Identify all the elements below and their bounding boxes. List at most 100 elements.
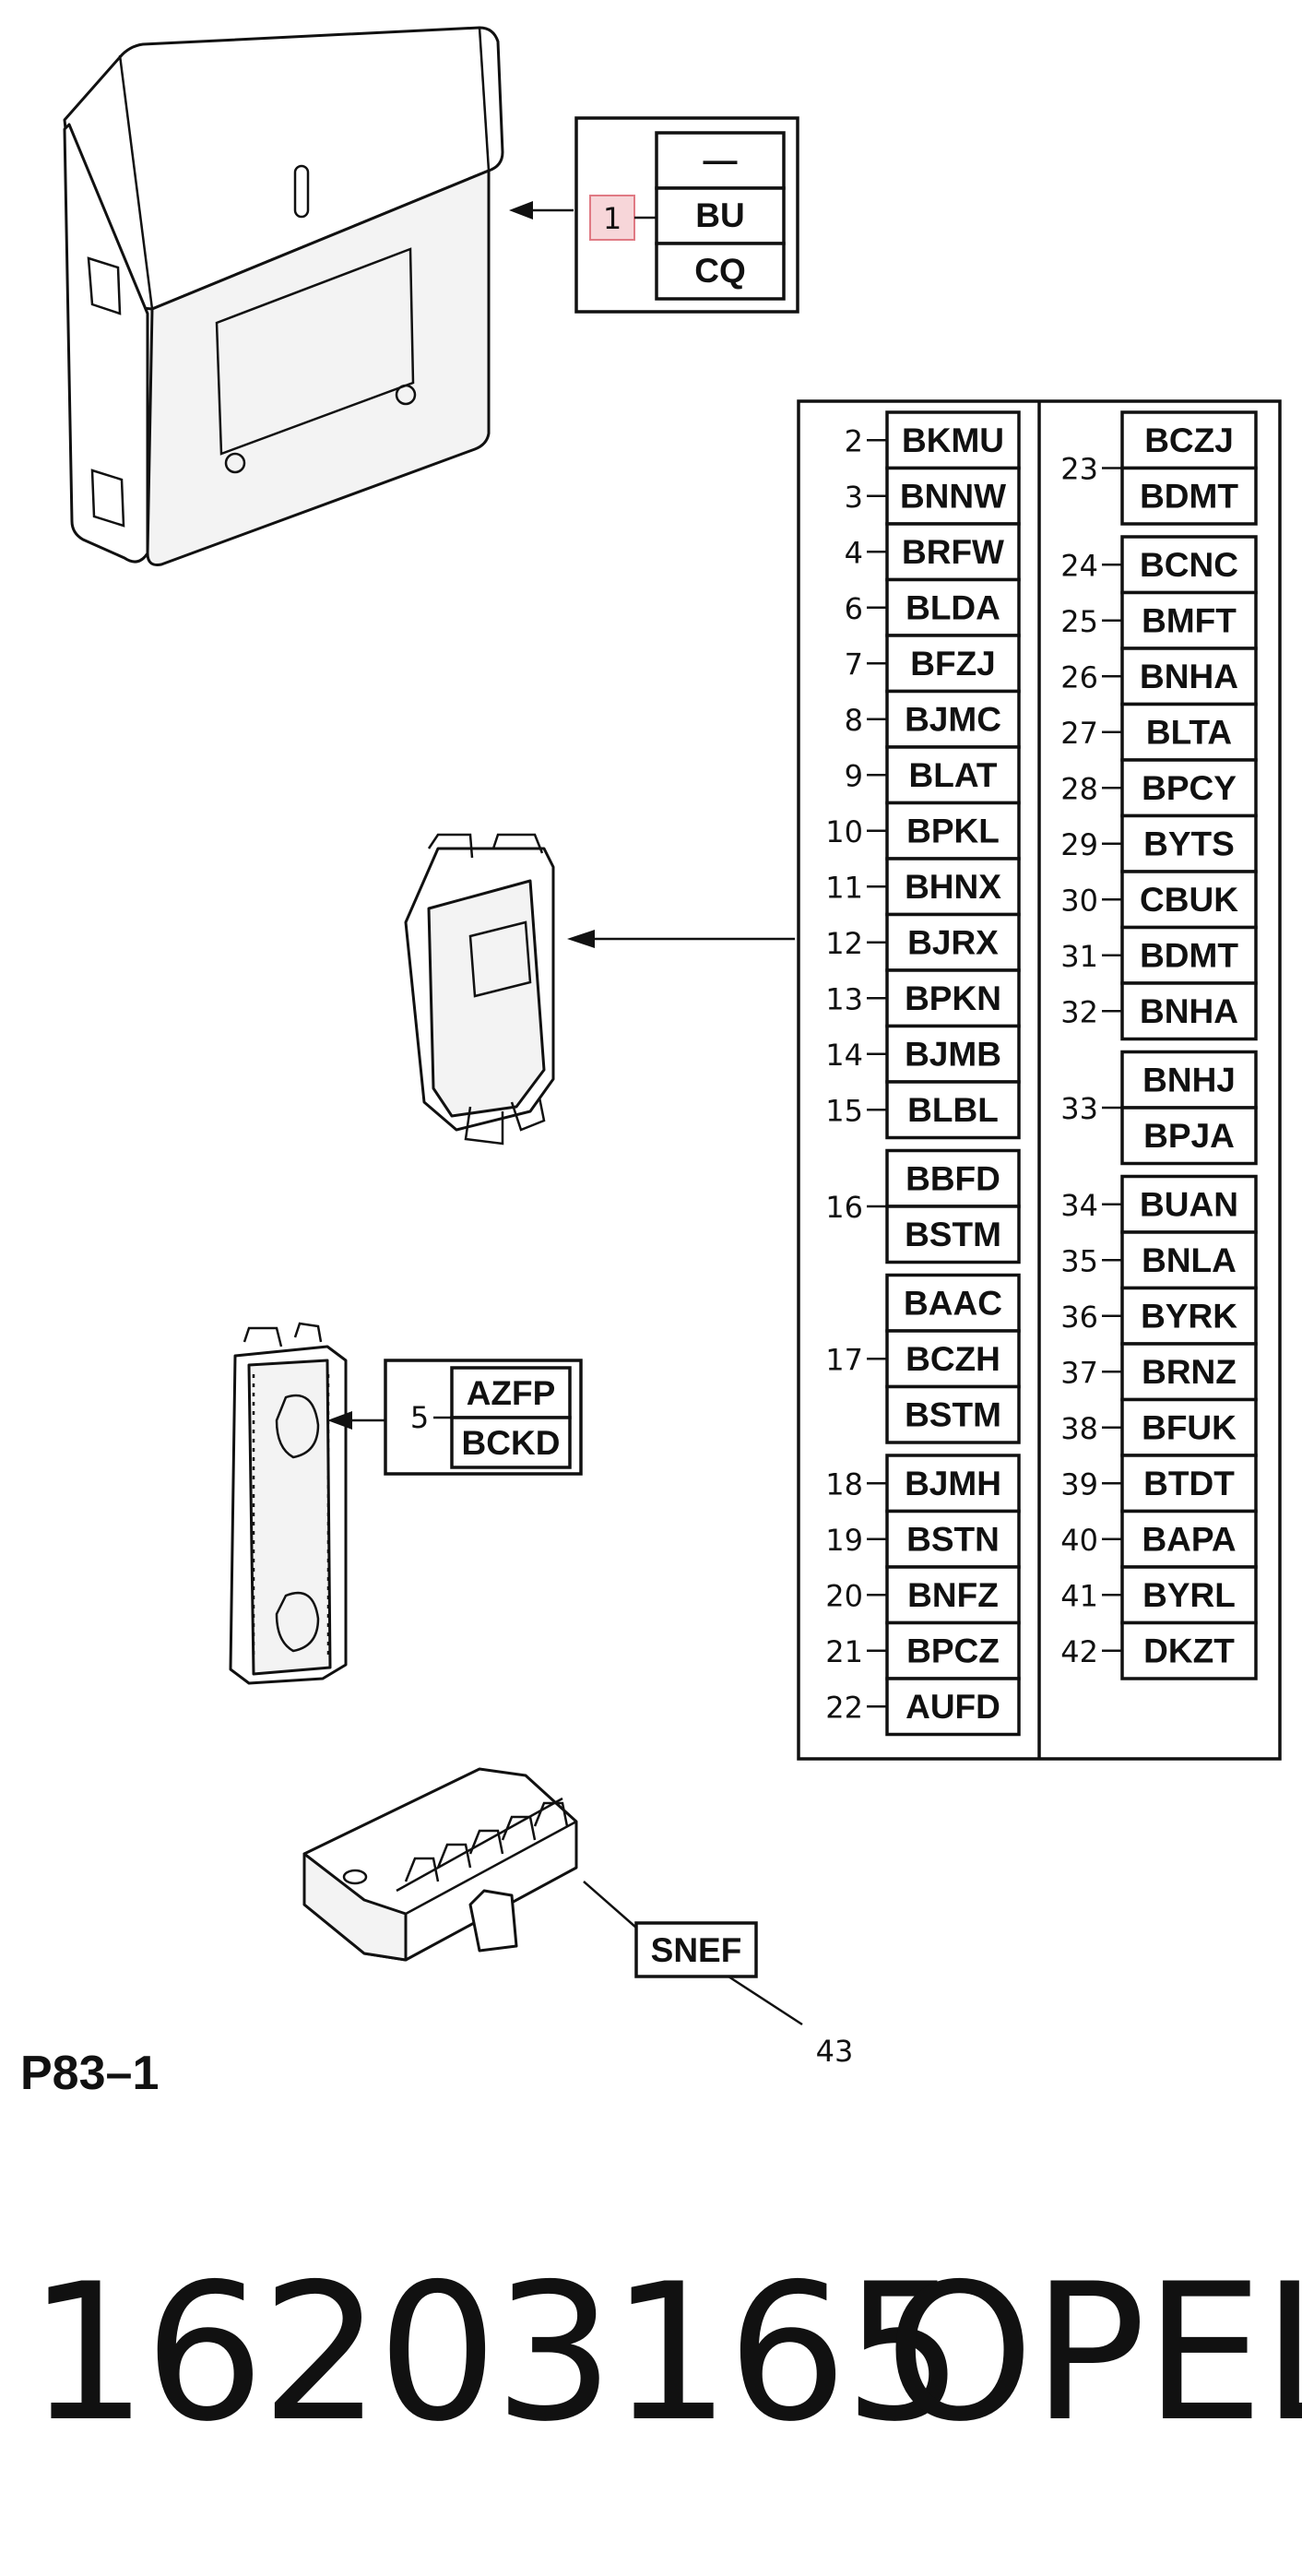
part-code: BDMT [1140,478,1238,516]
part-code: BCNC [1140,546,1238,584]
item-number: 40 [1060,1523,1098,1558]
item-number: 11 [825,870,863,905]
part-code: BPCZ [906,1632,1000,1670]
left-column: BKMU2BNNW3BRFW4BLDA6BFZJ7BJMC8BLAT9BPKL1… [825,410,1021,1737]
item-number: 17 [825,1342,863,1377]
item-number: 10 [825,814,863,849]
part-code: BYTS [1143,825,1235,863]
connector-illustration [302,1767,578,1962]
item-number: 6 [845,591,863,626]
item-number: 36 [1060,1300,1098,1335]
item-number: 32 [1060,994,1098,1029]
part-code: BJMB [905,1036,1001,1074]
part-code: BLDA [905,589,1000,627]
right-column: BCZJBDMT23BCNC24BMFT25BNHA26BLTA27BPCY28… [1060,410,1258,1680]
part-code: BHNX [905,868,1001,906]
part-code: BNNW [900,478,1006,516]
part-code: BSTN [906,1521,1000,1559]
part-code: BNHJ [1142,1062,1236,1099]
item-number: 13 [825,981,863,1016]
item-number: 24 [1060,548,1098,583]
part-code: BJMC [905,701,1001,739]
part-code: BLAT [909,756,998,794]
calibration-module-illustration [404,833,555,1146]
item-number: 26 [1060,659,1098,694]
part-code: BMFT [1142,602,1237,640]
callout-code: AZFP [467,1374,556,1412]
table-entry: BSTN 19 [825,1509,1021,1569]
item-1-highlight [589,195,635,241]
part-code: AUFD [905,1688,1000,1726]
table-entry: BCZJ BDMT 23 [1060,410,1258,526]
table-entry: BFUK 38 [1060,1397,1258,1457]
item-number: 2 [845,423,863,458]
part-code: BSTM [905,1216,1001,1253]
part-code: BRFW [902,533,1004,571]
table-entry: BLTA 27 [1060,702,1258,762]
item-43-number: 43 [816,2034,854,2069]
callout-code: BU [695,196,744,234]
top-callout-codes: — BU CQ [655,131,786,301]
item-number: 18 [825,1466,863,1502]
table-entry: BCNC 24 [1060,535,1258,595]
item-number: 19 [825,1523,863,1558]
part-code: DKZT [1143,1632,1235,1670]
part-code: BFZJ [910,645,996,683]
item-number: 14 [825,1038,863,1073]
part-code: BJRX [907,924,999,962]
item-number: 31 [1060,939,1098,974]
part-code: BUAN [1140,1186,1238,1224]
part-code: BYRL [1142,1576,1236,1614]
table-entry: BJMH 18 [825,1454,1021,1514]
part-code: BCZJ [1144,421,1234,459]
item-number: 42 [1060,1634,1098,1669]
table-entry: BLDA 6 [845,577,1021,637]
table-entry: BRFW 4 [845,522,1021,582]
table-entry: BJMB 14 [825,1024,1021,1084]
part-code: BDMT [1140,937,1238,975]
callout-code: CQ [694,252,746,290]
item-number: 38 [1060,1411,1098,1446]
table-entry: BJRX 12 [825,912,1021,972]
part-code: BAPA [1142,1521,1236,1559]
table-entry: BNNW 3 [845,466,1021,526]
part-code: BLTA [1146,714,1232,752]
item-number: 23 [1060,452,1098,487]
part-code: BSTM [905,1396,1001,1434]
item-number: 12 [825,926,863,961]
item-number: 4 [845,535,863,570]
table-entry: DKZT 42 [1060,1620,1258,1680]
item-number: 27 [1060,716,1098,751]
item-number: 3 [845,480,863,515]
part-code: BJMH [905,1465,1001,1502]
part-code: BAAC [904,1285,1002,1323]
prom-chip-illustration [229,1322,348,1685]
table-entry: BAPA 40 [1060,1509,1258,1569]
prom-callout-frame [384,1359,583,1476]
part-code: BRNZ [1142,1353,1237,1391]
item-number: 20 [825,1578,863,1613]
part-code: BFUK [1142,1409,1237,1447]
item-number: 28 [1060,771,1098,806]
control-module-illustration [63,26,504,566]
part-code: BPKN [905,979,1001,1017]
top-callout-frame [574,116,799,314]
